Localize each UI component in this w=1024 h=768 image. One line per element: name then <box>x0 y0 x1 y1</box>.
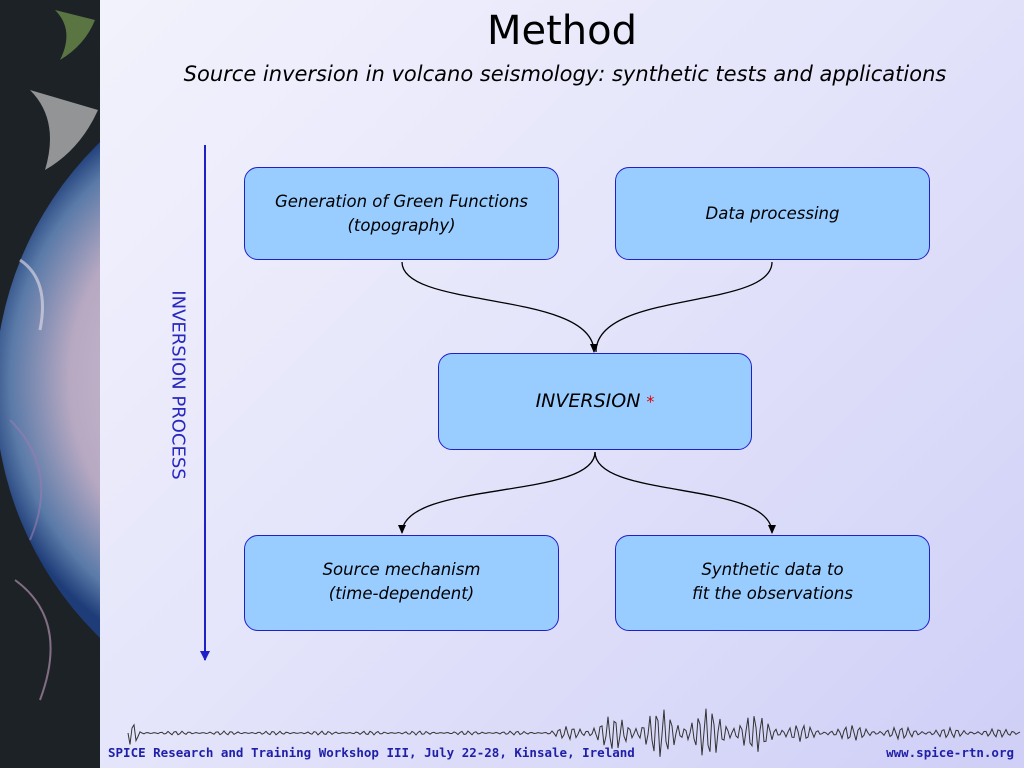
connector-data-to-inversion <box>595 261 773 353</box>
synthetic-data-box: Synthetic data to fit the observations <box>615 535 930 631</box>
synthetic-data-text: Synthetic data to fit the observations <box>692 560 853 603</box>
source-mechanism-box: Source mechanism (time-dependent) <box>244 535 559 631</box>
slide-title: Method <box>486 8 638 54</box>
source-mechanism-text: Source mechanism (time-dependent) <box>322 560 481 603</box>
footer-event: SPICE Research and Training Workshop III… <box>108 745 635 760</box>
earth-image <box>0 0 100 768</box>
connector-inversion-to-source <box>398 451 596 534</box>
footer-website: www.spice-rtn.org <box>886 745 1014 760</box>
inversion-text: INVERSION <box>535 389 641 412</box>
inversion-process-label: INVERSION PROCESS <box>167 290 189 480</box>
inversion-box: INVERSION* <box>438 353 752 450</box>
green-functions-box: Generation of Green Functions (topograph… <box>244 167 559 260</box>
connector-inversion-to-synthetic <box>594 451 776 534</box>
green-functions-text: Generation of Green Functions (topograph… <box>274 192 529 235</box>
connector-green-to-inversion <box>401 261 598 353</box>
data-processing-text: Data processing <box>705 204 840 223</box>
data-processing-box: Data processing <box>615 167 930 260</box>
slide-subtitle: Source inversion in volcano seismology: … <box>183 62 947 86</box>
inversion-marker: * <box>646 391 655 411</box>
seismogram-trace <box>127 708 1021 757</box>
